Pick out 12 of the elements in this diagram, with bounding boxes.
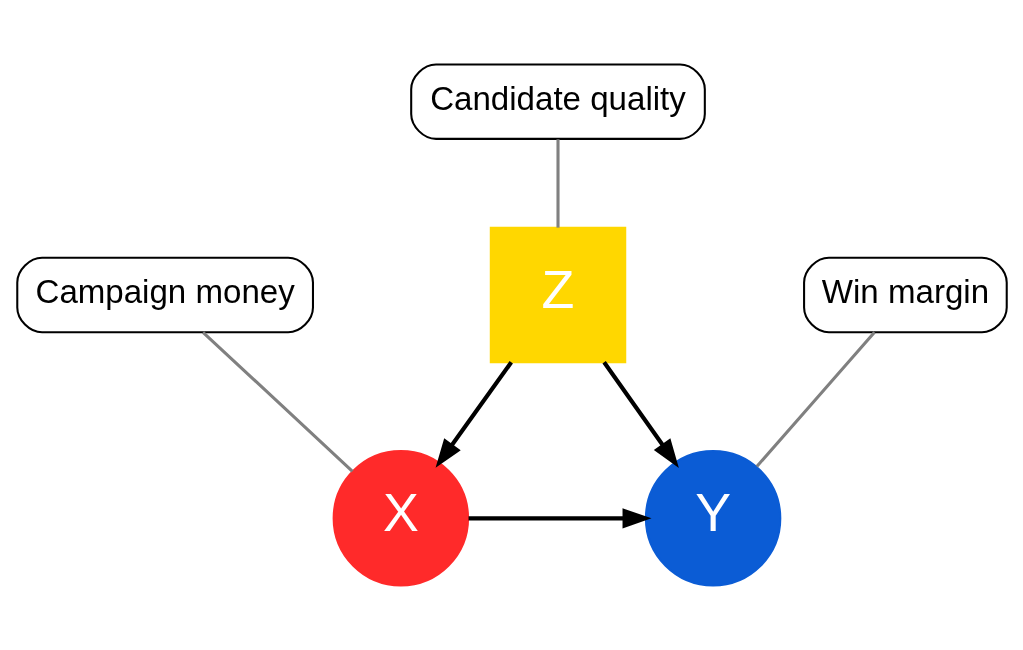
connector xyxy=(201,331,353,473)
node-box: Z xyxy=(489,226,626,364)
node-box: Win margin xyxy=(802,256,1008,334)
node-circle: Y xyxy=(644,450,781,587)
connector xyxy=(555,139,560,228)
connector xyxy=(755,331,876,468)
arrow xyxy=(435,361,513,468)
arrow xyxy=(601,361,679,468)
node-box: Candidate quality xyxy=(409,63,706,140)
node-circle: X xyxy=(332,450,469,587)
arrow xyxy=(468,508,652,529)
node-box: Campaign money xyxy=(15,256,314,334)
